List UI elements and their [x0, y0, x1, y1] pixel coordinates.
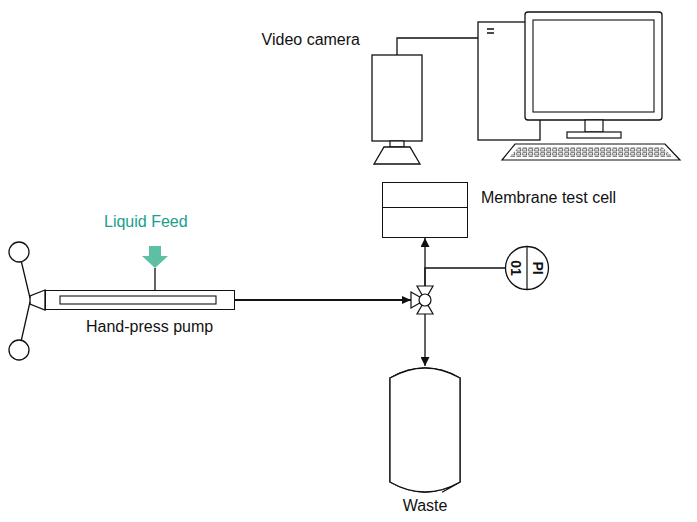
- pump-handle-arms: [20, 256, 30, 346]
- component-label: Hand-press pump: [86, 318, 213, 336]
- instrument-tag: 01: [508, 260, 524, 276]
- monitor-neck: [585, 120, 603, 132]
- monitor-base: [567, 132, 621, 138]
- camera-neck: [390, 141, 404, 147]
- component-label: Waste: [403, 497, 448, 515]
- feed-arrow: [142, 246, 168, 268]
- waste-tank: Waste: [389, 366, 461, 494]
- pump-handle-knob: [9, 242, 29, 262]
- camera-lens: [374, 147, 420, 164]
- monitor-screen: [533, 20, 654, 112]
- video-camera: Video camera: [372, 55, 422, 165]
- indicator-divider: [526, 247, 527, 290]
- waste-outline: [390, 368, 460, 492]
- keyboard-keys: [509, 147, 673, 157]
- pipe-connector: [235, 238, 425, 300]
- pump-handle-knob: [9, 340, 29, 360]
- pipe-connector: [235, 268, 505, 300]
- pressure-indicator: PI 01: [505, 246, 549, 290]
- computer-monitor: [525, 12, 662, 120]
- pump-barrel: [46, 291, 234, 309]
- valve-body: [419, 294, 431, 306]
- three-way-valve: [402, 286, 433, 314]
- component-label: Video camera: [262, 31, 360, 49]
- tower-vents: [487, 29, 494, 33]
- waste-cylinder: [389, 366, 461, 494]
- membrane-test-cell: Membrane test cell: [382, 182, 468, 238]
- waste-outline: [390, 368, 460, 492]
- component-label: Membrane test cell: [481, 189, 616, 207]
- keyboard: [502, 144, 680, 160]
- camera-cable: [397, 38, 478, 55]
- pump-plunger-end: [30, 290, 45, 310]
- feed-label: Liquid Feed: [104, 213, 188, 231]
- pipe-connector: [235, 300, 425, 366]
- pump-piston: [60, 296, 216, 304]
- membrane-line: [383, 207, 467, 208]
- feed-inlet: [154, 268, 155, 290]
- hand-press-pump: Hand-press pump: [45, 290, 235, 310]
- camera-symbol: [372, 55, 422, 165]
- indicator-outline: [506, 247, 549, 290]
- camera-body: [372, 55, 422, 141]
- instrument-tag: PI: [530, 261, 546, 274]
- valve-inlet-arrowhead: [402, 296, 411, 304]
